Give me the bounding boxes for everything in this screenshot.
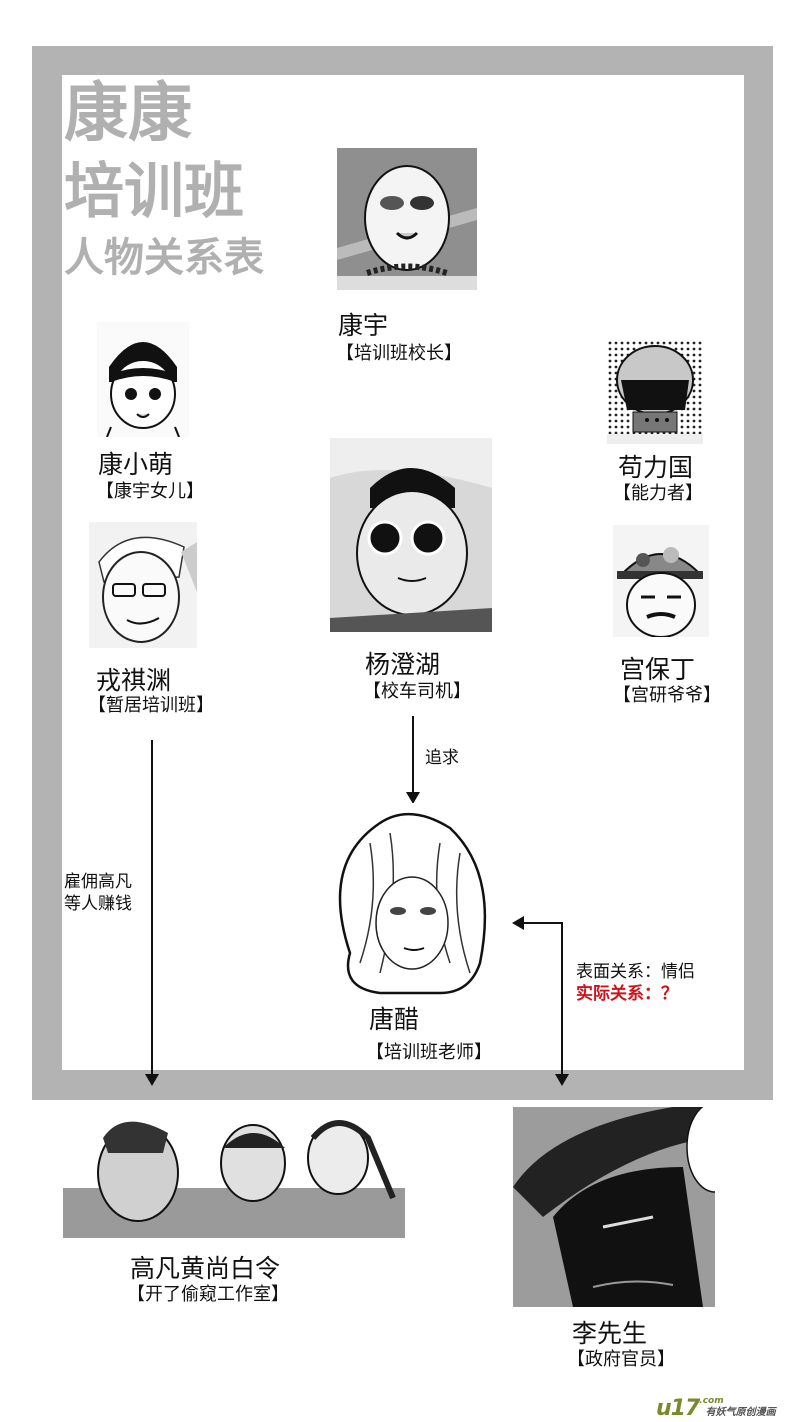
portrait-tangcu xyxy=(320,803,498,998)
hire-label-line-2: 等人赚钱 xyxy=(64,894,132,915)
role-yangchenghu: 【校车司机】 xyxy=(363,681,471,702)
name-rongqiyuan: 戎祺渊 xyxy=(96,666,172,695)
title-line-3: 人物关系表 xyxy=(64,235,264,281)
actual-relation: 实际关系：？ xyxy=(576,984,678,1005)
portrait-kangyu xyxy=(337,148,477,290)
couple-arrowhead-down-icon xyxy=(555,1074,569,1086)
title-line-1: 康康 xyxy=(64,77,192,151)
portrait-gaofan-group xyxy=(63,1108,405,1238)
u17-logo: u17 xyxy=(656,1396,700,1421)
u17-domain: .com xyxy=(699,1396,724,1406)
role-gouliguo: 【能力者】 xyxy=(613,483,703,504)
pursue-arrow-line xyxy=(412,716,414,794)
title-line-2: 培训班 xyxy=(64,157,244,227)
portrait-yangchenghu xyxy=(330,438,492,632)
hire-arrow-line xyxy=(151,740,153,1075)
role-kangxiaomeng: 【康宇女儿】 xyxy=(96,481,204,502)
name-gaofan-group: 高凡黄尚白令 xyxy=(130,1254,281,1283)
pursue-label: 追求 xyxy=(425,748,459,768)
relation-note: 表面关系：情侣 实际关系：？ xyxy=(576,961,695,1005)
hire-label: 雇佣高凡 等人赚钱 xyxy=(64,871,132,915)
name-gongbaoding: 宫保丁 xyxy=(620,655,696,684)
role-kangyu: 【培训班校长】 xyxy=(336,343,462,364)
portrait-gouliguo xyxy=(607,340,703,444)
couple-arrow-horizontal xyxy=(524,922,562,924)
role-gongbaoding: 【宫研爷爷】 xyxy=(613,685,721,706)
hire-label-line-1: 雇佣高凡 xyxy=(64,872,132,892)
portrait-rongqiyuan xyxy=(89,522,197,648)
role-rongqiyuan: 【暂居培训班】 xyxy=(88,695,214,716)
name-mrli: 李先生 xyxy=(572,1319,648,1348)
portrait-mrli xyxy=(513,1107,715,1307)
role-mrli: 【政府官员】 xyxy=(567,1349,675,1370)
couple-arrow-vertical xyxy=(561,922,563,1076)
portrait-kangxiaomeng xyxy=(97,322,189,437)
u17-watermark: u17.com有妖气原创漫画 xyxy=(656,1396,776,1421)
name-kangyu: 康宇 xyxy=(338,311,389,340)
surface-relation: 表面关系：情侣 xyxy=(576,962,695,982)
pursue-arrowhead-icon xyxy=(406,792,420,804)
u17-slogan: 有妖气原创漫画 xyxy=(705,1407,776,1418)
role-tangcu: 【培训班老师】 xyxy=(366,1042,492,1063)
name-tangcu: 唐醋 xyxy=(369,1005,420,1034)
name-gouliguo: 苟力国 xyxy=(618,453,694,482)
name-kangxiaomeng: 康小萌 xyxy=(98,450,174,479)
hire-arrowhead-icon xyxy=(145,1074,159,1086)
name-yangchenghu: 杨澄湖 xyxy=(365,650,441,679)
couple-arrowhead-left-icon xyxy=(512,916,524,930)
portrait-gongbaoding xyxy=(613,525,709,637)
role-gaofan-group: 【开了偷窥工作室】 xyxy=(127,1284,289,1305)
